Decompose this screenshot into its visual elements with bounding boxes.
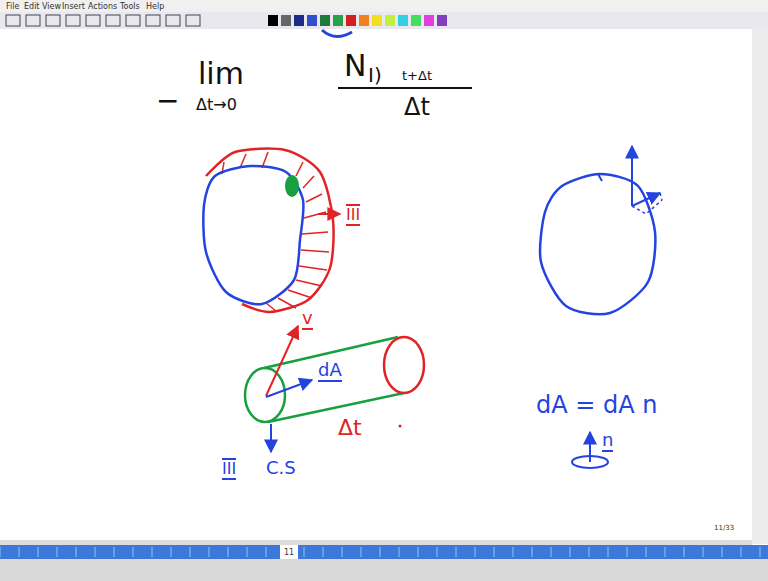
toolbar-icons — [6, 15, 200, 26]
velocity-arrow — [266, 326, 298, 396]
area-arrow — [266, 380, 312, 397]
surface-label: C.S — [266, 458, 296, 478]
dot — [399, 425, 402, 428]
normal-arrow — [631, 146, 633, 206]
cylinder-end — [384, 337, 424, 393]
fraction-line — [338, 87, 472, 89]
current-page-tab — [280, 545, 298, 559]
vector-label: n — [602, 430, 613, 452]
region-t-plus-dt — [206, 149, 334, 312]
subscript: I) — [368, 64, 382, 86]
limit-condition: Δt→0 — [196, 96, 237, 114]
page-bottom — [0, 540, 752, 545]
component-lines — [632, 193, 662, 214]
control-surface — [540, 174, 655, 314]
page-tab-ticks — [0, 547, 760, 557]
region-hatching — [222, 152, 329, 311]
menu-item: Tools — [120, 2, 140, 12]
page-number: 11 — [284, 548, 294, 558]
normal-arrow — [589, 432, 591, 462]
subscript: t+Δt — [402, 68, 432, 83]
equation: dA = dA n — [536, 392, 658, 418]
scroll-bar — [752, 29, 768, 544]
time-label: Δt — [338, 416, 362, 440]
menu-item: Actions — [88, 2, 117, 12]
minus-sign: − — [156, 86, 179, 116]
cylinder-side — [268, 393, 404, 422]
pointer-arrow — [318, 213, 340, 215]
menu-item: View — [42, 2, 61, 12]
velocity-arrow — [632, 193, 660, 206]
denominator: Δt — [404, 94, 430, 120]
region-t — [203, 166, 303, 304]
page-number: 11/33 — [714, 524, 734, 533]
tool-bar — [0, 12, 768, 29]
color-swatches — [268, 15, 447, 26]
status-area — [0, 559, 768, 581]
menu-item: Help — [146, 2, 164, 12]
symbol: N — [344, 50, 366, 82]
region-label: III — [222, 458, 236, 480]
vector-label: v — [302, 308, 313, 330]
menu-item: Insert — [62, 2, 85, 12]
limit-symbol: lim — [198, 58, 244, 90]
page-tab-bar — [0, 545, 768, 559]
menu-item: Edit — [24, 2, 40, 12]
surface-patch — [285, 175, 299, 197]
tick — [598, 174, 602, 181]
menu-item: File — [6, 2, 19, 12]
menu-bar — [0, 0, 768, 12]
vector-label: dA — [318, 360, 342, 382]
cylinder-end — [245, 368, 285, 422]
leader-arrow — [270, 424, 272, 452]
region-label: III — [346, 204, 360, 226]
cut-arc — [322, 30, 352, 37]
